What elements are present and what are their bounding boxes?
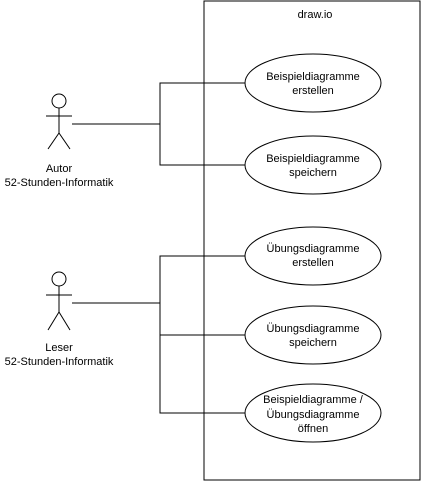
- use-case-label: Beispieldiagramme /: [263, 394, 364, 406]
- actor-autor: Autor 52-Stunden-Informatik: [5, 93, 114, 189]
- use-case-label: Übungsdiagramme: [267, 323, 360, 335]
- use-case-ellipse: [244, 53, 382, 113]
- connector-autor-uc2: [159, 124, 245, 166]
- use-case-ellipse: [244, 305, 382, 365]
- connectors-autor: [72, 82, 245, 166]
- use-case-ellipse: [244, 135, 382, 195]
- use-case-label: Beispieldiagramme: [266, 153, 360, 165]
- use-case-uebungsdiagramme-speichern[interactable]: Übungsdiagramme speichern: [244, 305, 382, 365]
- use-case-label: Beispieldiagramme: [266, 71, 360, 83]
- use-case-beispieldiagramme-speichern[interactable]: Beispieldiagramme speichern: [244, 135, 382, 195]
- use-case-beispieldiagramme-erstellen[interactable]: Beispieldiagramme erstellen: [244, 53, 382, 113]
- actor-head: [51, 271, 67, 287]
- connector-leser-uc5: [159, 335, 245, 414]
- actor-label: Autor: [46, 163, 73, 175]
- use-case-ellipse: [244, 226, 382, 286]
- actor-label-sub: 52-Stunden-Informatik: [5, 177, 114, 189]
- use-case-label: erstellen: [292, 257, 334, 269]
- use-case-diagramme-oeffnen[interactable]: Beispieldiagramme / Übungsdiagramme öffn…: [244, 383, 382, 443]
- connector-leser-uc3: [72, 255, 245, 304]
- use-case-label: Übungsdiagramme: [267, 243, 360, 255]
- actor-head: [51, 93, 67, 109]
- system-title: draw.io: [298, 9, 333, 21]
- actor-leg-left: [47, 132, 60, 150]
- use-case-label: Übungsdiagramme: [267, 409, 360, 421]
- use-case-label: speichern: [289, 167, 337, 179]
- use-case-ellipse: [244, 383, 382, 443]
- actor-leg-right: [58, 132, 71, 150]
- connector-autor-uc1: [72, 82, 245, 125]
- actor-label-sub: 52-Stunden-Informatik: [5, 356, 114, 368]
- actor-label: Leser: [45, 342, 73, 354]
- actor-leser: Leser 52-Stunden-Informatik: [5, 271, 114, 368]
- connectors-leser: [72, 255, 245, 414]
- use-case-label: erstellen: [292, 85, 334, 97]
- use-case-label: speichern: [289, 337, 337, 349]
- actor-leg-left: [47, 311, 60, 331]
- use-case-uebungsdiagramme-erstellen[interactable]: Übungsdiagramme erstellen: [244, 226, 382, 286]
- use-case-label: öffnen: [298, 423, 328, 435]
- actor-leg-right: [58, 311, 71, 331]
